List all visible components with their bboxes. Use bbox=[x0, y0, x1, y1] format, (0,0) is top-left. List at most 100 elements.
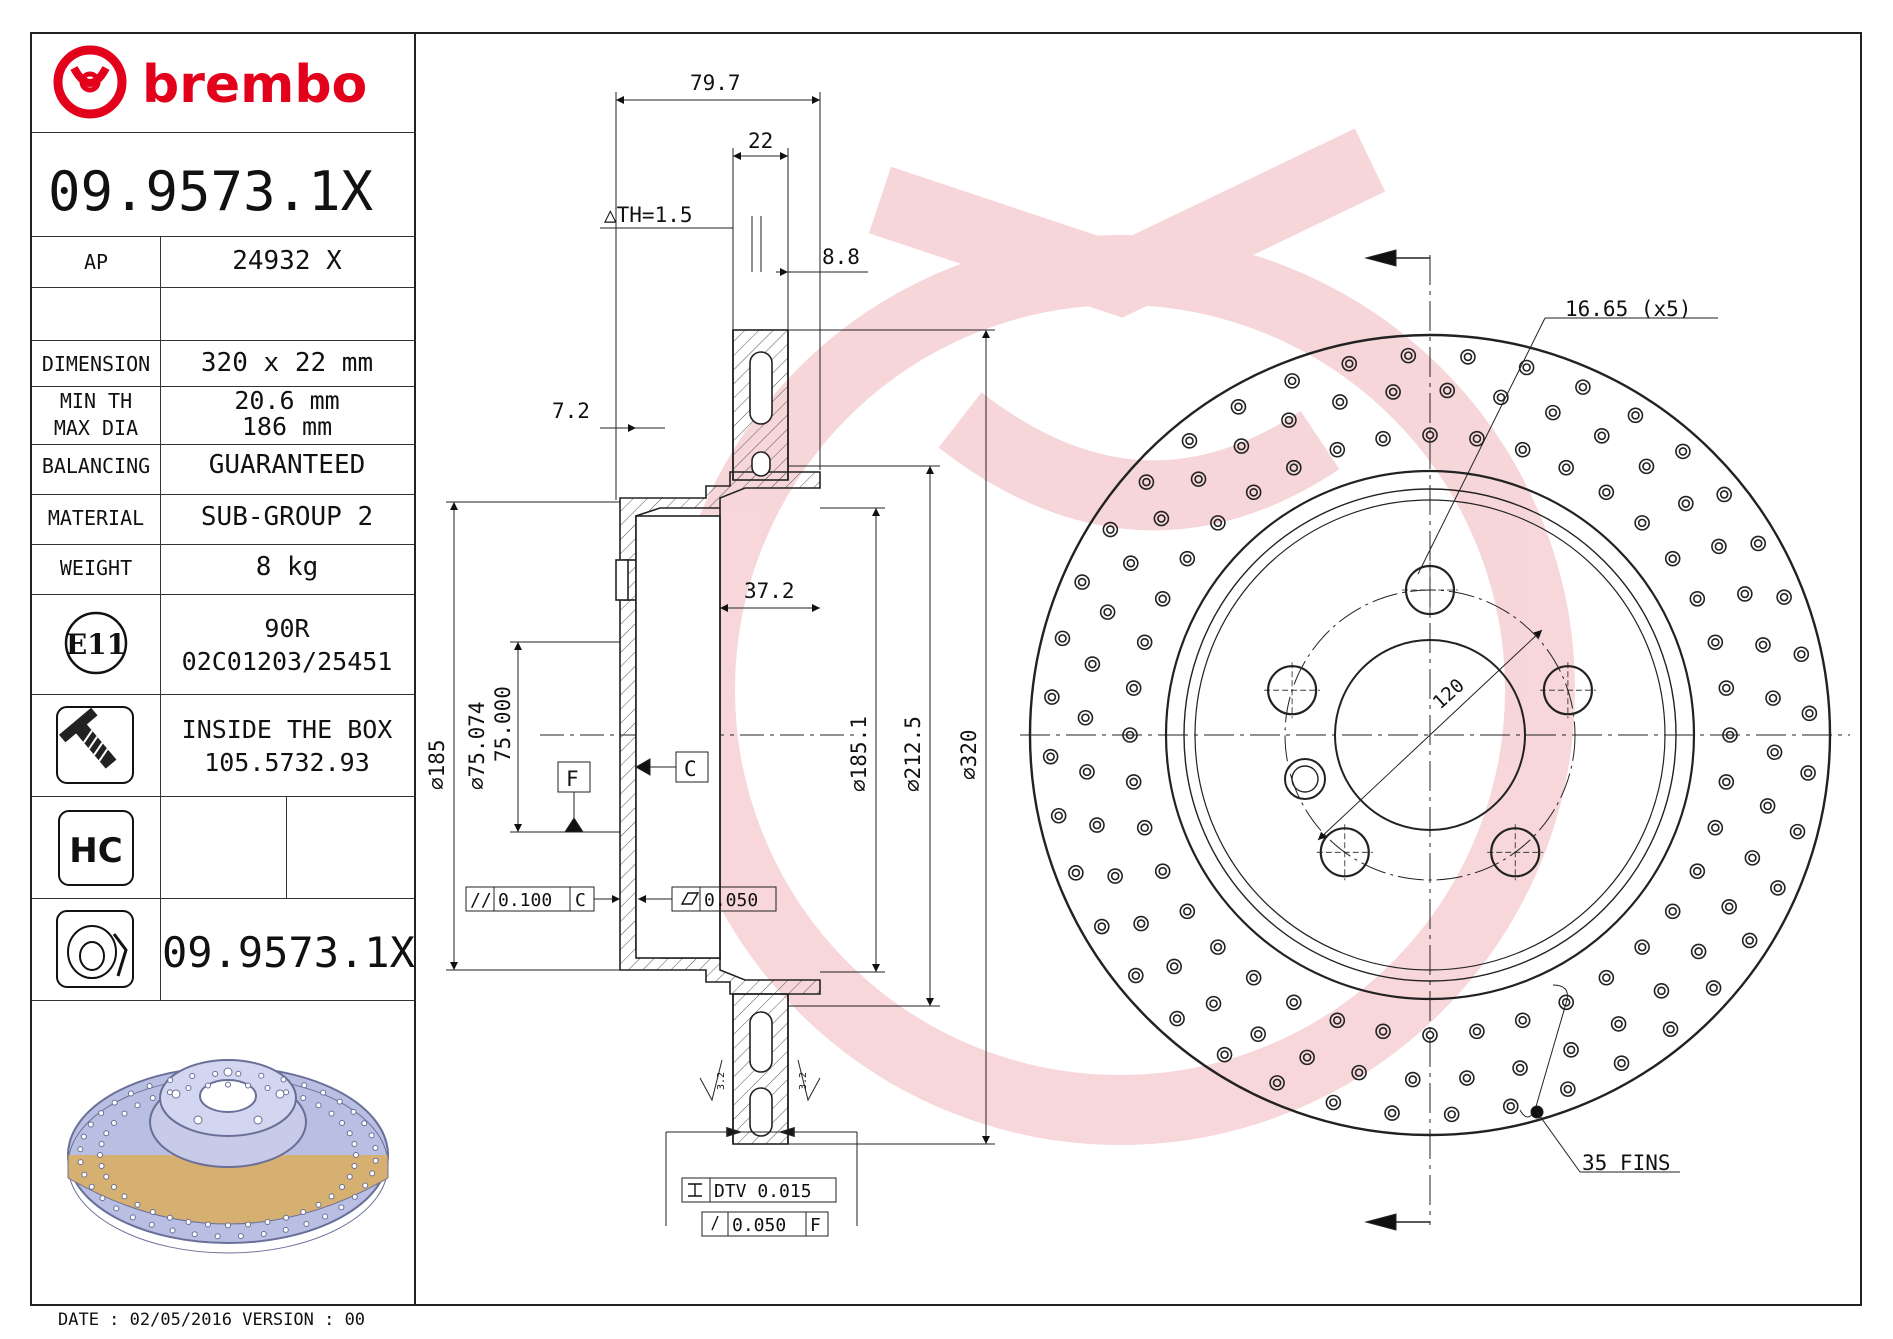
e11-approval-icon: E11 bbox=[64, 611, 128, 675]
tol-parallel-value: 0.100 bbox=[498, 890, 552, 911]
drill-hole bbox=[1341, 355, 1358, 372]
drill-hole bbox=[1459, 1070, 1475, 1086]
row-line bbox=[32, 444, 414, 445]
drill-hole-inner bbox=[1129, 683, 1138, 693]
drill-hole-inner bbox=[1518, 1016, 1528, 1025]
drill-hole bbox=[1179, 550, 1196, 567]
drill-hole-inner bbox=[1805, 709, 1814, 718]
roughness-right: 3.2 bbox=[798, 1072, 809, 1090]
drill-hole-inner bbox=[1506, 1102, 1516, 1111]
drill-hole-inner bbox=[1748, 853, 1757, 863]
row-line bbox=[32, 1000, 414, 1001]
drill-hole-inner bbox=[1335, 397, 1345, 407]
render-drill-hole bbox=[362, 1182, 369, 1189]
drill-hole-inner bbox=[1142, 477, 1151, 487]
drill-hole-inner bbox=[1046, 752, 1055, 761]
render-drill-hole bbox=[300, 1208, 307, 1215]
drill-hole-inner bbox=[1082, 767, 1092, 777]
render-drill-hole bbox=[372, 1157, 379, 1164]
row-line bbox=[32, 386, 414, 387]
dim-320: ⌀320 bbox=[957, 729, 981, 780]
drill-hole-inner bbox=[1077, 577, 1087, 587]
drill-hole-inner bbox=[1302, 1053, 1312, 1062]
render-drill-hole bbox=[110, 1120, 117, 1127]
render-drill-hole bbox=[134, 1102, 141, 1109]
drill-hole-inner bbox=[1637, 518, 1647, 528]
drill-hole bbox=[1107, 868, 1123, 884]
row-line bbox=[32, 898, 414, 899]
drill-hole bbox=[1122, 727, 1138, 743]
drill-hole bbox=[1125, 774, 1142, 790]
drill-hole bbox=[1755, 637, 1771, 653]
render-drill-hole bbox=[372, 1144, 379, 1151]
drill-hole bbox=[1136, 819, 1153, 836]
fins-label: 35 FINS bbox=[1582, 1151, 1671, 1175]
drill-hole bbox=[1329, 1012, 1346, 1029]
render-drill-hole bbox=[235, 1070, 242, 1077]
render-drill-hole bbox=[146, 1082, 153, 1089]
holes-callout: 16.65 (x5) bbox=[1565, 297, 1691, 321]
approval-line2: 02C01203/25451 bbox=[181, 647, 393, 676]
dim-22: 22 bbox=[748, 129, 773, 153]
drill-hole bbox=[1125, 680, 1142, 696]
drill-hole-inner bbox=[1753, 539, 1763, 548]
dtv-value: DTV 0.015 bbox=[714, 1181, 812, 1202]
drill-hole-inner bbox=[1693, 866, 1702, 876]
render-drill-hole bbox=[350, 1108, 357, 1115]
drill-hole-inner bbox=[1125, 730, 1135, 740]
render-drill-hole bbox=[353, 1152, 359, 1158]
drill-hole-inner bbox=[1472, 434, 1482, 443]
col-divider bbox=[286, 796, 287, 898]
drill-hole bbox=[1711, 538, 1727, 555]
drill-hole bbox=[1205, 995, 1222, 1012]
runout-ref: F bbox=[810, 1215, 821, 1236]
material-label: MATERIAL bbox=[47, 506, 145, 530]
brembo-logo: brembo bbox=[53, 45, 367, 119]
row-line bbox=[32, 287, 414, 288]
drill-hole-inner bbox=[1136, 919, 1146, 928]
drill-hole bbox=[1690, 943, 1707, 960]
drill-hole bbox=[1514, 441, 1531, 458]
drill-hole bbox=[1776, 589, 1792, 605]
render-drill-hole bbox=[189, 1073, 196, 1080]
drill-hole-inner bbox=[1157, 514, 1166, 523]
drill-hole bbox=[1233, 438, 1250, 454]
drill-hole-inner bbox=[1657, 986, 1666, 996]
drill-hole-inner bbox=[1447, 1110, 1456, 1119]
drill-hole-inner bbox=[1463, 352, 1473, 362]
hat-outer-edge bbox=[1164, 469, 1696, 1001]
render-drill-hole bbox=[258, 1072, 265, 1079]
dim-185-1: ⌀185.1 bbox=[847, 716, 871, 792]
drill-hole-inner bbox=[1793, 827, 1802, 836]
drill-hole bbox=[1718, 774, 1735, 790]
drill-hole bbox=[1443, 1106, 1460, 1123]
render-drill-hole bbox=[303, 1221, 310, 1228]
drill-hole-inner bbox=[1234, 402, 1243, 412]
section-view bbox=[540, 329, 860, 1145]
drill-hole-inner bbox=[1140, 823, 1149, 833]
center-bore bbox=[1334, 639, 1526, 831]
render-drill-hole bbox=[346, 1173, 353, 1180]
title-block bbox=[30, 32, 416, 1306]
drill-hole-inner bbox=[1711, 637, 1720, 647]
drill-hole bbox=[1102, 521, 1119, 538]
drill-hole-inner bbox=[1284, 415, 1294, 425]
drill-hole bbox=[1563, 1042, 1579, 1058]
drill-hole bbox=[1325, 1094, 1342, 1111]
tol-parallel-symbol: // bbox=[470, 890, 492, 911]
render-drill-hole bbox=[103, 1130, 110, 1137]
material-value: SUB-GROUP 2 bbox=[200, 502, 374, 532]
drill-hole-inner bbox=[1763, 801, 1772, 811]
drill-hole-inner bbox=[1404, 351, 1413, 360]
drill-hole bbox=[1689, 863, 1706, 879]
drill-hole-inner bbox=[1249, 973, 1258, 983]
drill-hole-inner bbox=[1425, 430, 1435, 440]
drill-hole-inner bbox=[1722, 777, 1731, 787]
drill-hole bbox=[1074, 574, 1090, 590]
drill-hole bbox=[1759, 798, 1776, 814]
drill-hole bbox=[1558, 994, 1574, 1011]
drill-hole bbox=[1230, 399, 1247, 415]
drill-hole bbox=[1079, 764, 1095, 780]
balancing-value: GUARANTEED bbox=[208, 450, 366, 480]
drill-hole-inner bbox=[1773, 883, 1783, 893]
